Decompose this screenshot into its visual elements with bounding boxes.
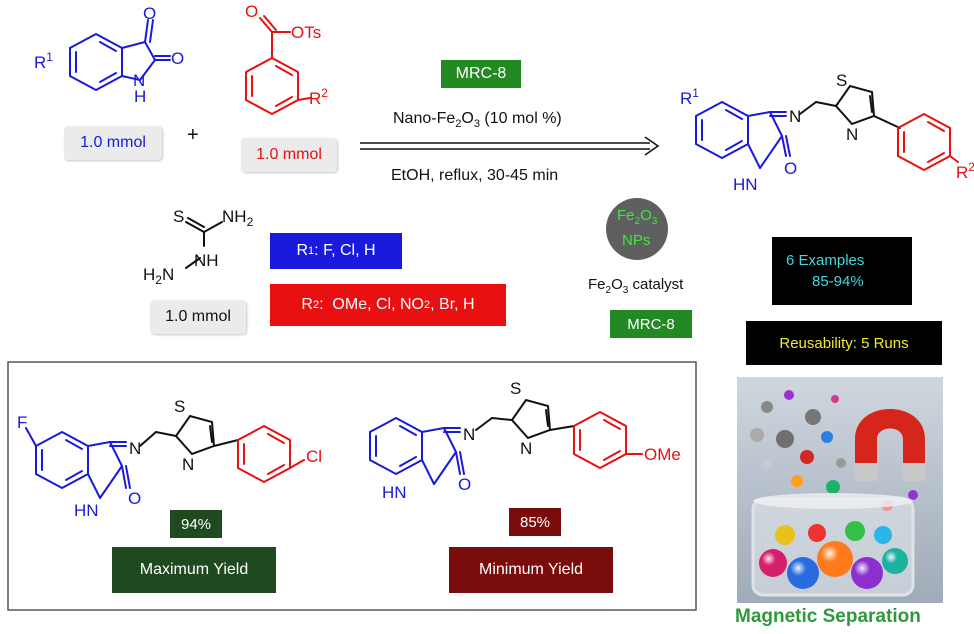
min-example-red [573, 410, 643, 470]
sphere-label-line2: NPs [622, 232, 651, 249]
examples-panel [7, 361, 697, 611]
ester-o: O [245, 2, 258, 21]
max-cl: Cl [306, 447, 322, 466]
max-yield-label: Maximum Yield [112, 547, 276, 593]
product-r2: R2 [956, 160, 974, 182]
examples-count: 6 Examples [786, 252, 865, 269]
product-n-imine: N [789, 107, 801, 126]
fe2o3-sphere [606, 198, 668, 260]
ester-structure [245, 15, 311, 116]
max-n-thiazole: N [182, 455, 194, 474]
magnetic-separation-caption: Magnetic Separation [735, 606, 921, 627]
max-n-imine: N [129, 439, 141, 458]
thio-s: S [173, 207, 184, 226]
isatin-structure [69, 19, 171, 92]
thiosemicarbazide-amount: 1.0 mmol [150, 300, 246, 334]
product-structure-red [897, 112, 959, 172]
catalyst-caption: Fe2O3 catalyst [588, 276, 684, 296]
max-yield-badge: 94% [170, 510, 222, 538]
isatin-n: N [133, 71, 145, 90]
jar-icon [751, 493, 915, 597]
product-r1: R1 [680, 86, 699, 108]
examples-count-box: 6 Examples 85-94% [772, 237, 912, 305]
condition-solvent: EtOH, reflux, 30-45 min [391, 167, 559, 184]
plus-sign: + [187, 124, 199, 146]
max-example-black [139, 414, 239, 456]
thio-h2n: H2N [143, 265, 174, 287]
product-n-thiazole: N [846, 125, 858, 144]
ester-r2: R2 [309, 86, 328, 108]
product-hn: HN [733, 175, 758, 194]
isatin-amount: 1.0 mmol [64, 126, 162, 160]
condition-catalyst-badge: MRC-8 [441, 60, 521, 88]
min-example-blue [369, 416, 465, 485]
max-s: S [174, 397, 185, 416]
thio-nh: NH [194, 251, 219, 270]
reaction-arrow [360, 136, 660, 156]
ester-ots: OTs [291, 23, 321, 42]
min-yield-badge: 85% [509, 508, 561, 536]
thio-nh2: NH2 [222, 207, 254, 229]
product-s: S [836, 71, 847, 90]
reusability-box: Reusability: 5 Runs [746, 321, 942, 365]
magnet-icon [855, 409, 925, 481]
product-o: O [784, 159, 797, 178]
magnetic-separation-image [737, 377, 943, 603]
sphere-label-line1: Fe2O3 [617, 207, 658, 227]
product-structure-blue [695, 100, 791, 169]
ester-amount: 1.0 mmol [241, 138, 337, 172]
max-example-red [237, 424, 305, 484]
max-f: F [17, 413, 27, 432]
min-ome: OMe [644, 445, 681, 464]
catalyst-badge: MRC-8 [610, 310, 692, 338]
max-example-blue [25, 427, 131, 499]
condition-catalyst: Nano-Fe2O3 (10 mol %) [393, 110, 562, 131]
min-yield-label: Minimum Yield [449, 547, 613, 593]
min-s: S [510, 379, 521, 398]
max-o: O [128, 489, 141, 508]
thiosemicarbazide-structure [185, 217, 223, 269]
isatin-r1: R1 [34, 50, 53, 72]
min-o: O [458, 475, 471, 494]
min-hn: HN [382, 483, 407, 502]
min-n-thiazole: N [520, 439, 532, 458]
max-hn: HN [74, 501, 99, 520]
min-n-imine: N [463, 425, 475, 444]
isatin-o1: O [143, 4, 156, 23]
isatin-o2: O [171, 49, 184, 68]
examples-yield-range: 85-94% [812, 273, 864, 290]
product-structure-black [799, 84, 901, 129]
min-example-black [475, 398, 575, 440]
isatin-h: H [134, 87, 146, 106]
